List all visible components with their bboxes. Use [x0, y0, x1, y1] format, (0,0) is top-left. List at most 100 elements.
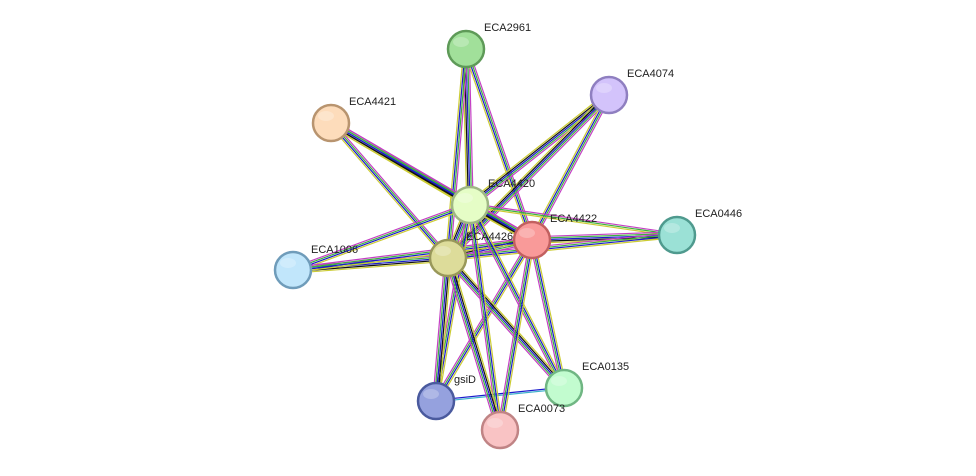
edge-strand [293, 206, 472, 273]
edge-strand [445, 259, 563, 391]
edge-strand [449, 255, 567, 387]
edge-strand [531, 234, 678, 241]
node-label: ECA4074 [627, 68, 674, 80]
edge-strand [469, 205, 677, 238]
edge-strand [447, 233, 677, 258]
edge-strand [466, 48, 534, 240]
edge-ECA0135-ECA4422 [529, 239, 567, 389]
node-label: ECA4421 [349, 96, 396, 108]
edge-strand [446, 258, 564, 390]
node-highlight [435, 246, 451, 256]
node-circle[interactable] [544, 368, 584, 408]
edge-strand [449, 49, 469, 259]
edge-ECA0135-ECA4426 [445, 255, 567, 391]
edge-strand [293, 205, 471, 272]
edge-strand [448, 236, 678, 261]
node-circle[interactable] [428, 238, 468, 278]
node-circle[interactable] [416, 381, 456, 421]
edge-strand [444, 258, 498, 432]
node-highlight [453, 37, 469, 47]
edge-strand [463, 49, 531, 241]
node-highlight [664, 223, 680, 233]
node-label: ECA4426 [466, 231, 513, 243]
node-circle[interactable] [450, 185, 490, 225]
edge-strand [532, 239, 566, 388]
edge-strand [470, 202, 678, 235]
node-ECA1006[interactable]: ECA1006 [273, 244, 358, 290]
edge-strand [293, 260, 449, 274]
edge-strand [464, 49, 532, 241]
node-ECA4422[interactable]: ECA4422 [512, 213, 597, 260]
node-ECA4420[interactable]: ECA4420 [450, 178, 535, 225]
edge-strand [445, 48, 465, 258]
node-highlight [596, 83, 612, 93]
node-circle[interactable] [311, 103, 351, 143]
edge-strand [533, 95, 612, 242]
edge-strand [436, 258, 451, 402]
edge-strand [433, 257, 448, 401]
node-label: ECA4420 [488, 178, 535, 190]
edge-strand [466, 48, 473, 205]
node-highlight [280, 258, 296, 268]
edge-gsiD-ECA4426 [432, 257, 452, 402]
node-highlight [487, 418, 503, 428]
edge-strand [468, 205, 500, 431]
edge-strand [447, 257, 501, 431]
edge-strand [501, 240, 535, 431]
edge-strand [467, 92, 608, 203]
node-ECA4074[interactable]: ECA4074 [589, 68, 674, 115]
edge-ECA4420-ECA0446 [469, 202, 678, 238]
edge-ECA0135-ECA4420 [467, 203, 567, 390]
edge-strand [448, 257, 503, 430]
edge-strand [449, 96, 612, 261]
edge-strand [329, 123, 448, 259]
edge-strand [437, 205, 473, 402]
edge-strand [446, 48, 466, 258]
edge-strand [468, 205, 564, 389]
edge-strand [529, 93, 608, 240]
edge-strand [448, 256, 566, 388]
node-highlight [423, 389, 439, 399]
edge-strand [445, 258, 500, 431]
node-gsiD[interactable]: gsiD [416, 374, 476, 421]
edge-strand [332, 121, 451, 257]
node-circle[interactable] [589, 75, 629, 115]
edge-ECA4426-ECA0446 [447, 232, 678, 261]
edge-strand [467, 48, 535, 240]
node-ECA4421[interactable]: ECA4421 [311, 96, 396, 143]
node-ECA0073[interactable]: ECA0073 [480, 403, 565, 450]
node-circle[interactable] [480, 410, 520, 450]
edge-strand [533, 239, 567, 388]
edge-strand [468, 93, 609, 205]
edge-strand [529, 240, 563, 389]
node-label: ECA0446 [695, 208, 742, 220]
edge-ECA4421-ECA4426 [328, 121, 451, 260]
edge-strand [471, 203, 567, 388]
edge-strand [292, 238, 532, 270]
edge-strand [531, 232, 677, 240]
edge-strand [432, 257, 446, 401]
edge-ECA0073-ECA4426 [444, 256, 504, 432]
edge-ECA4422-ECA0446 [531, 231, 678, 244]
node-ECA2961[interactable]: ECA2961 [446, 22, 531, 69]
edge-ECA2961-ECA4422 [463, 48, 535, 241]
node-circle[interactable] [273, 250, 313, 290]
edge-strand [450, 256, 504, 430]
node-ECA4426[interactable]: ECA4426 [428, 231, 513, 278]
edge-strand [435, 257, 449, 402]
node-circle[interactable] [446, 29, 486, 69]
node-ECA0446[interactable]: ECA0446 [657, 208, 742, 255]
edge-strand [530, 240, 564, 389]
node-circle[interactable] [657, 215, 697, 255]
edge-gsiD-ECA0135 [435, 386, 565, 403]
node-highlight [457, 193, 473, 203]
edge-strand [470, 204, 566, 388]
node-label: ECA4422 [550, 213, 597, 225]
edge-strand [468, 48, 474, 205]
edge-strand [291, 202, 470, 269]
edge-strand [467, 205, 563, 390]
node-ECA0135[interactable]: ECA0135 [544, 361, 629, 408]
node-circle[interactable] [512, 220, 552, 260]
edge-ECA0073-ECA4422 [497, 239, 535, 431]
